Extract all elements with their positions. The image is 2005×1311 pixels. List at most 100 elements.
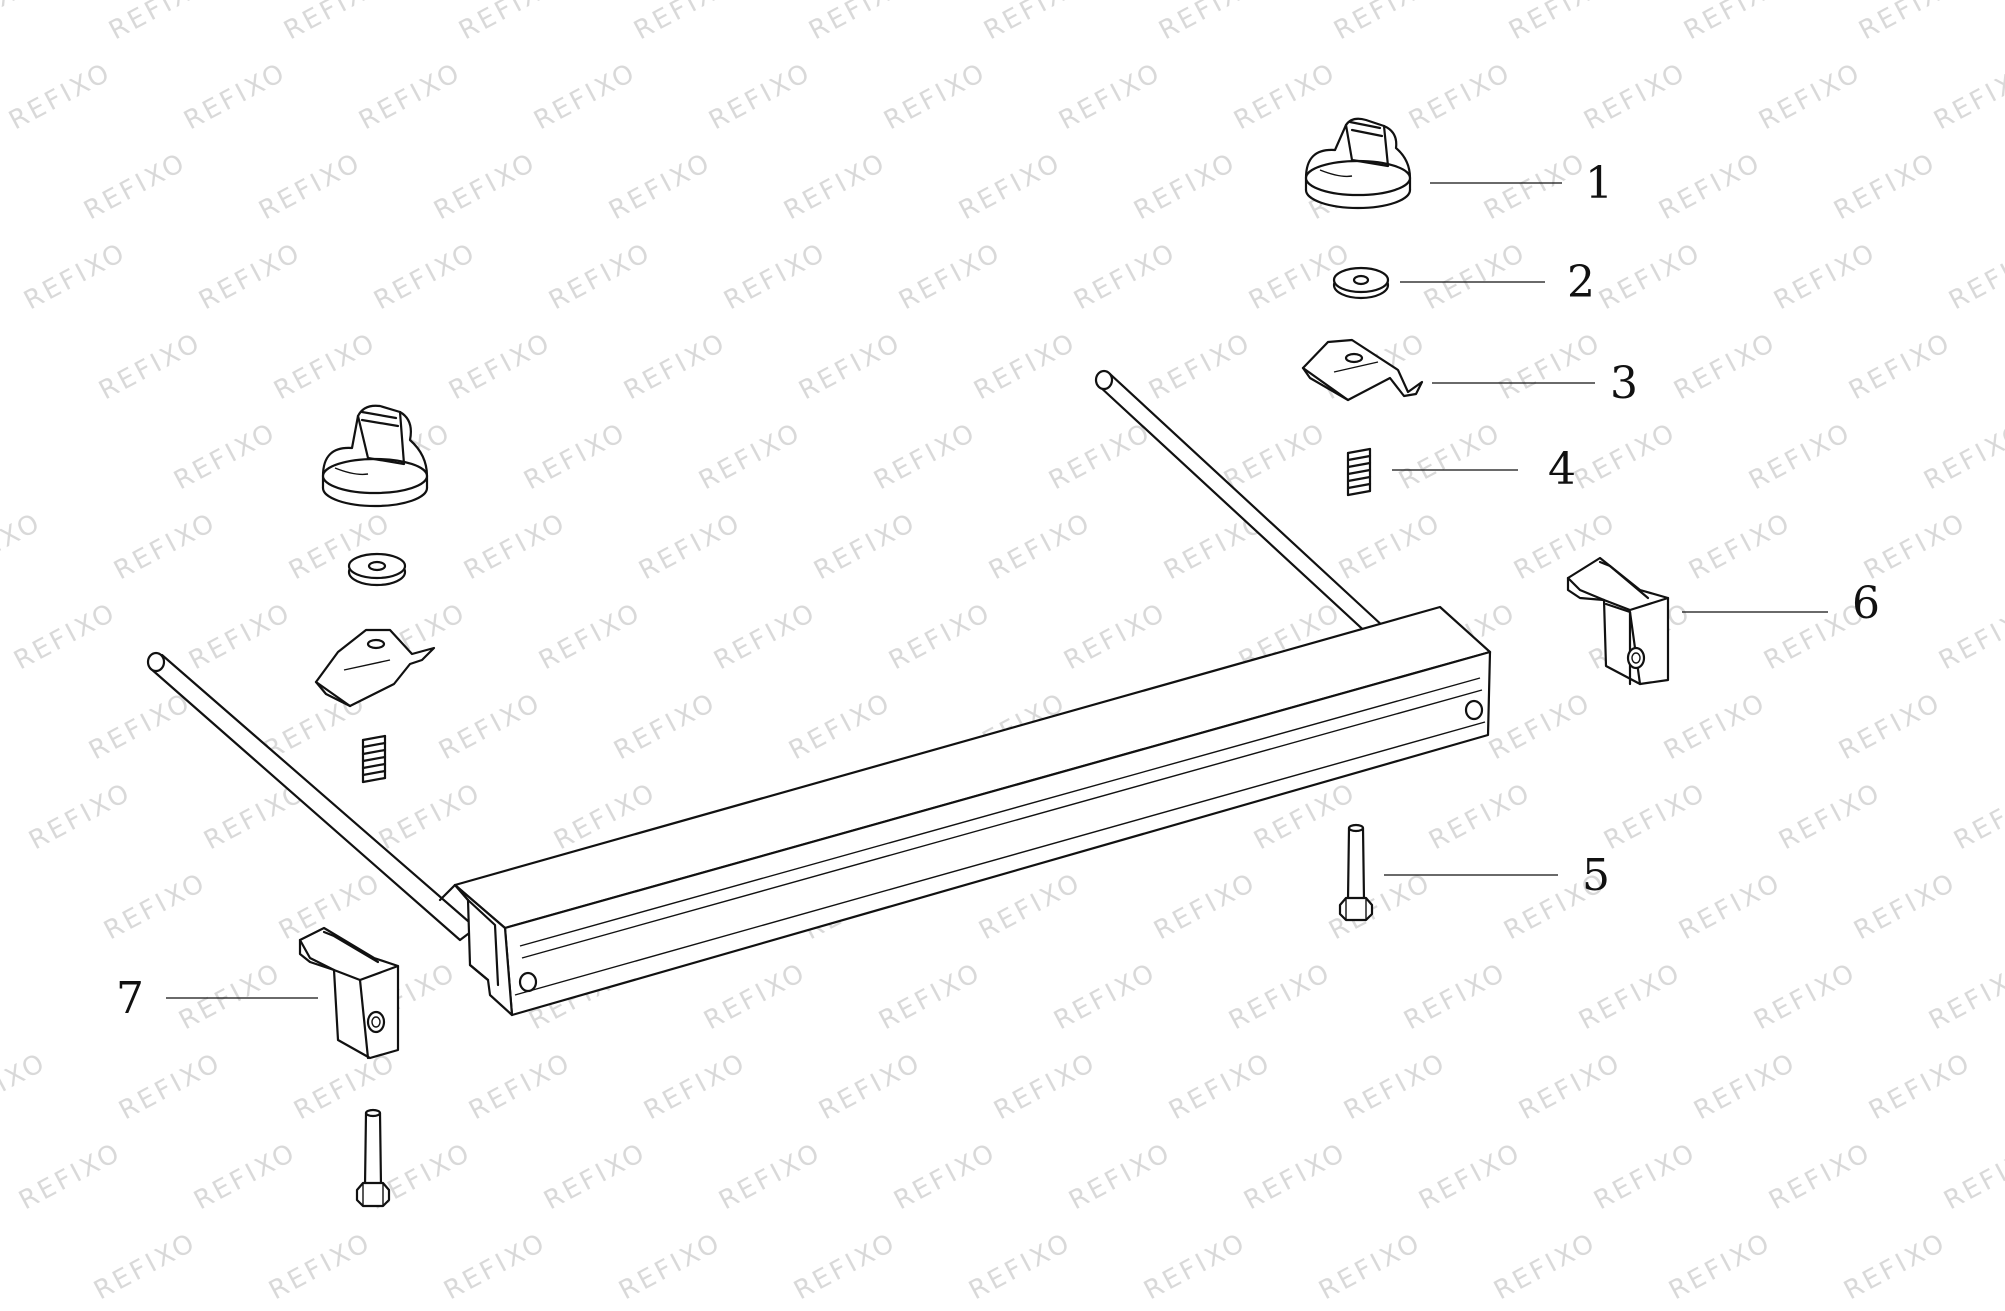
watermark-text: REFIXO <box>779 147 892 226</box>
watermark-text: REFIXO <box>1939 1137 2005 1216</box>
watermark-text: REFIXO <box>1239 1137 1352 1216</box>
watermark-text: REFIXO <box>1579 57 1692 136</box>
watermark-text: REFIXO <box>1419 237 1532 316</box>
callout-7: 7 <box>116 973 144 1024</box>
watermark-text: REFIXO <box>264 1227 377 1306</box>
watermark-text: REFIXO <box>1504 0 1617 46</box>
watermark-text: REFIXO <box>539 1137 652 1216</box>
watermark-text: REFIXO <box>1669 327 1782 406</box>
watermark-text: REFIXO <box>619 327 732 406</box>
watermark-text: REFIXO <box>709 597 822 676</box>
watermark-text: REFIXO <box>1154 0 1267 46</box>
watermark-text: REFIXO <box>1654 147 1767 226</box>
bracket-right <box>1301 338 1424 402</box>
watermark-text: REFIXO <box>614 1227 727 1306</box>
callout-4: 4 <box>1548 444 1576 495</box>
watermark-text: REFIXO <box>1049 957 1162 1036</box>
watermark-text: REFIXO <box>889 1137 1002 1216</box>
watermark-text: REFIXO <box>1944 237 2005 316</box>
watermark-text: REFIXO <box>84 687 197 766</box>
washer-left <box>347 552 407 587</box>
bracket-left <box>314 628 436 708</box>
watermark-text: REFIXO <box>1334 507 1447 586</box>
watermark-text: REFIXO <box>874 957 987 1036</box>
watermark-text: REFIXO <box>1489 1227 1602 1306</box>
watermark-text: REFIXO <box>0 0 42 46</box>
watermark-text: REFIXO <box>1589 1137 1702 1216</box>
watermark-text: REFIXO <box>639 1047 752 1126</box>
knob-left <box>321 404 429 508</box>
watermark-text: REFIXO <box>1834 687 1947 766</box>
watermark-text: REFIXO <box>184 597 297 676</box>
watermark-text: REFIXO <box>269 327 382 406</box>
watermark-text: REFIXO <box>529 57 642 136</box>
watermark-text: REFIXO <box>1314 1227 1427 1306</box>
watermark-text: REFIXO <box>1674 867 1787 946</box>
watermark-text: REFIXO <box>94 327 207 406</box>
watermark-text: REFIXO <box>1399 957 1512 1036</box>
watermark-text: REFIXO <box>954 147 1067 226</box>
clip-block-left <box>298 926 400 1060</box>
watermark-text: REFIXO <box>719 237 832 316</box>
watermark-text: REFIXO <box>704 57 817 136</box>
watermark-text: REFIXO <box>1839 1227 1952 1306</box>
watermark-text: REFIXO <box>1774 777 1887 856</box>
watermark-text: REFIXO <box>1129 147 1242 226</box>
bolt-left <box>355 1108 391 1208</box>
watermark-text: REFIXO <box>979 0 1092 46</box>
watermark-text: REFIXO <box>1949 777 2005 856</box>
watermark-text: REFIXO <box>1494 327 1607 406</box>
watermark-text: REFIXO <box>869 417 982 496</box>
watermark-text: REFIXO <box>0 1047 52 1126</box>
watermark-text: REFIXO <box>1769 237 1882 316</box>
callout-numbers: 1 2 3 4 5 6 7 <box>116 158 1880 1024</box>
knob-right <box>1304 117 1412 210</box>
watermark-text: REFIXO <box>434 687 547 766</box>
watermark-text: REFIXO <box>1764 1137 1877 1216</box>
watermark-text: REFIXO <box>714 1137 827 1216</box>
watermark-text: REFIXO <box>99 867 212 946</box>
watermark-text: REFIXO <box>1164 1047 1277 1126</box>
watermark-text: REFIXO <box>109 507 222 586</box>
watermark-text: REFIXO <box>354 57 467 136</box>
watermark-text: REFIXO <box>1574 957 1687 1036</box>
watermark-text: REFIXO <box>1754 57 1867 136</box>
watermark-text: REFIXO <box>879 57 992 136</box>
watermark-text: REFIXO <box>1859 507 1972 586</box>
watermark-text: REFIXO <box>1339 1047 1452 1126</box>
watermark-text: REFIXO <box>114 1047 227 1126</box>
watermark-text: REFIXO <box>459 507 572 586</box>
watermark-text: REFIXO <box>629 0 742 46</box>
watermark-text: REFIXO <box>1514 1047 1627 1126</box>
watermark-text: REFIXO <box>1744 417 1857 496</box>
watermark-text: REFIXO <box>794 327 907 406</box>
watermark-text: REFIXO <box>464 1047 577 1126</box>
watermark-text: REFIXO <box>609 687 722 766</box>
watermark-text: REFIXO <box>1059 597 1172 676</box>
watermark-text: REFIXO <box>104 0 217 46</box>
main-rail <box>438 605 1492 1017</box>
bolt-right <box>1338 823 1374 922</box>
watermark-text: REFIXO <box>169 417 282 496</box>
callout-6: 6 <box>1852 578 1880 629</box>
watermark-text: REFIXO <box>1569 417 1682 496</box>
watermark-text: REFIXO <box>1149 867 1262 946</box>
watermark-text: REFIXO <box>784 687 897 766</box>
watermark-text: REFIXO <box>694 417 807 496</box>
watermark-text: REFIXO <box>1849 867 1962 946</box>
watermark-text: REFIXO <box>1929 57 2005 136</box>
watermark-text: REFIXO <box>1919 417 2005 496</box>
watermark-text: REFIXO <box>1139 1227 1252 1306</box>
watermark-text: REFIXO <box>19 237 132 316</box>
watermark-text: REFIXO <box>1749 957 1862 1036</box>
watermark-text: REFIXO <box>814 1047 927 1126</box>
watermark-text: REFIXO <box>1219 417 1332 496</box>
watermark-text: REFIXO <box>439 1227 552 1306</box>
spring-right <box>1346 447 1372 497</box>
watermark-text: REFIXO <box>1484 687 1597 766</box>
watermark-text: REFIXO <box>289 1047 402 1126</box>
watermark-text: REFIXO <box>984 507 1097 586</box>
